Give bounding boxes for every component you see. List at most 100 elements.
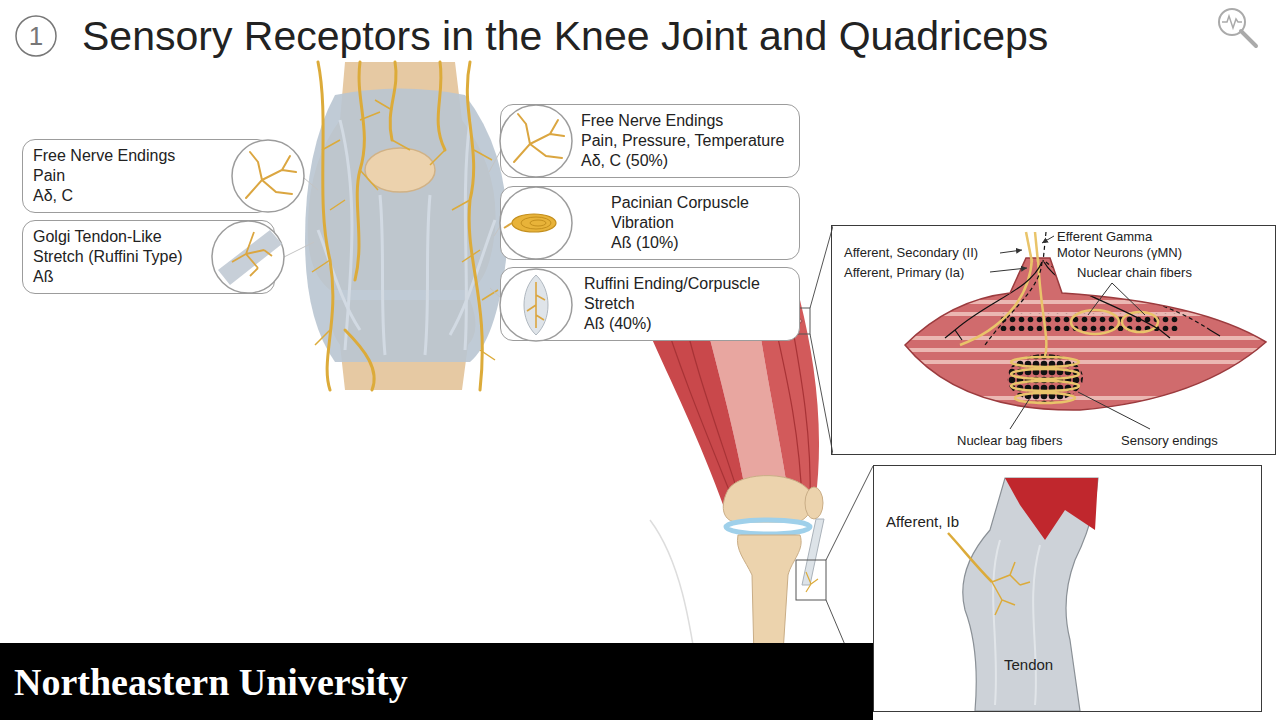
knee-illustration xyxy=(345,330,374,390)
receptor-callout: Golgi Tendon-LikeStretch (Ruffini Type)A… xyxy=(22,220,275,294)
spindle-illustration xyxy=(1038,258,1046,356)
title-block: Sensory Receptors in the Knee Joint and … xyxy=(82,10,1048,62)
spindle-illustration xyxy=(985,262,1042,345)
text-slot: Pain xyxy=(33,166,257,186)
spindle-illustration xyxy=(990,236,1150,429)
spindle-illustration xyxy=(900,348,1270,352)
label-slot: 1 xyxy=(26,18,46,54)
text-slot: Ruffini Ending/Corpuscle xyxy=(584,274,787,294)
text-slot: Nuclear chain fibers xyxy=(1077,265,1192,281)
receptor-function: Vibration xyxy=(611,213,787,233)
text-slot: Efferent Gamma Motor Neurons (γMN) xyxy=(1057,229,1186,261)
spindle-illustration xyxy=(1026,232,1032,262)
spindle-illustration xyxy=(1078,392,1150,429)
receptor-function: Stretch xyxy=(584,294,787,314)
zoom-line xyxy=(826,466,873,560)
spindle-illustration xyxy=(1011,381,1079,391)
title: Sensory Receptors in the Knee Joint and … xyxy=(82,10,1048,62)
text-slot: Afferent, Primary (Ia) xyxy=(844,265,964,281)
text-slot: Aß xyxy=(33,267,262,287)
ruffini-icon xyxy=(527,282,545,328)
knee-illustration xyxy=(315,100,495,360)
leg-illustration xyxy=(723,476,812,523)
tendon-illustration xyxy=(1005,478,1098,540)
ruffini-icon xyxy=(524,275,548,335)
spindle-illustration xyxy=(1011,357,1079,367)
structure-label: Afferent, Ib xyxy=(886,513,959,531)
knee-illustration xyxy=(318,62,482,390)
text-slot: Free Nerve Endings xyxy=(33,146,257,166)
receptor-name: Free Nerve Endings xyxy=(33,146,257,166)
spindle-illustration xyxy=(990,268,1027,272)
spindle-illustration xyxy=(1035,232,1038,262)
pacinian-icon xyxy=(512,214,556,232)
spindle-illustration xyxy=(1000,313,1180,331)
text-slot: Tendon xyxy=(1004,656,1053,674)
tendon-organ-inset: Afferent, Ib Tendon xyxy=(873,465,1262,712)
leader-line xyxy=(304,178,318,190)
zoom-line xyxy=(810,334,833,454)
knee-illustration xyxy=(305,62,507,390)
spindle-illustration xyxy=(905,258,1266,410)
text-slot: Pacinian Corpuscle xyxy=(611,193,787,213)
receptor-function: Pain, Pressure, Temperature xyxy=(581,131,787,151)
spindle-illustration xyxy=(1007,354,1083,402)
spindle-illustration xyxy=(900,300,1270,304)
text-slot: Golgi Tendon-Like xyxy=(33,227,262,247)
knee-illustration xyxy=(467,62,482,390)
spindle-illustration xyxy=(1071,310,1119,334)
spindle-illustration xyxy=(1015,393,1075,403)
structure-label: Efferent Gamma Motor Neurons (γMN) xyxy=(1057,229,1186,261)
text-slot: Pain, Pressure, Temperature xyxy=(581,131,787,151)
text-slot: Aß (40%) xyxy=(584,314,787,334)
text-slot: Vibration xyxy=(611,213,787,233)
tendon-illustration xyxy=(1033,545,1040,705)
golgi-tendon-icon xyxy=(218,230,282,285)
knee-illustration xyxy=(390,62,396,140)
spindle-illustration xyxy=(833,225,1278,455)
spindle-illustration xyxy=(900,360,1270,364)
structure-label: Sensory endings xyxy=(1121,433,1218,449)
spindle-illustration xyxy=(1042,236,1054,243)
spindle-illustration xyxy=(945,262,1220,345)
spindle-illustration xyxy=(1010,398,1030,429)
leg-illustration xyxy=(726,520,810,534)
knee-illustration xyxy=(450,220,495,335)
receptor-callout: Pacinian CorpuscleVibrationAß (10%) xyxy=(500,186,800,260)
tendon-illustration xyxy=(873,465,1262,712)
receptor-name: Pacinian Corpuscle xyxy=(611,193,787,213)
tendon-illustration xyxy=(992,562,1030,615)
pacinian-icon xyxy=(504,223,512,228)
tendon-illustration xyxy=(963,478,1098,711)
magnifier-circle xyxy=(500,269,572,341)
free-nerve-ending-icon xyxy=(514,114,564,162)
structure-label: Tendon xyxy=(1004,656,1053,674)
tendon-illustration xyxy=(873,465,1262,712)
fiber-type: Aß xyxy=(33,267,262,287)
structure-label: Nuclear bag fibers xyxy=(957,433,1063,449)
spindle-illustration xyxy=(945,330,1220,340)
callout-number: 1 xyxy=(26,18,46,54)
knee-illustration xyxy=(312,112,380,272)
receptor-name: Ruffini Ending/Corpuscle xyxy=(584,274,787,294)
text-slot: Afferent, Secondary (II) xyxy=(844,245,978,261)
leader-line xyxy=(284,150,501,298)
ruffini-icon xyxy=(524,275,548,335)
leg-illustration xyxy=(648,300,826,700)
spindle-illustration xyxy=(900,336,1270,340)
magnifier-circle xyxy=(500,187,572,259)
golgi-tendon-icon xyxy=(218,230,282,285)
tendon-illustration xyxy=(993,540,1040,705)
text-slot: Aδ, C xyxy=(33,186,257,206)
knee-illustration xyxy=(305,89,507,363)
tendon-illustration xyxy=(948,533,1030,615)
text-slot: Free Nerve Endings xyxy=(581,111,787,131)
magnifier-circle xyxy=(500,105,572,177)
knee-illustration xyxy=(355,62,364,280)
muscle-spindle-inset: Afferent, Secondary (II) Afferent, Primar… xyxy=(831,225,1276,455)
magnifier-circle xyxy=(232,140,304,212)
tendon-illustration xyxy=(948,533,992,582)
spindle-illustration xyxy=(1112,283,1145,315)
